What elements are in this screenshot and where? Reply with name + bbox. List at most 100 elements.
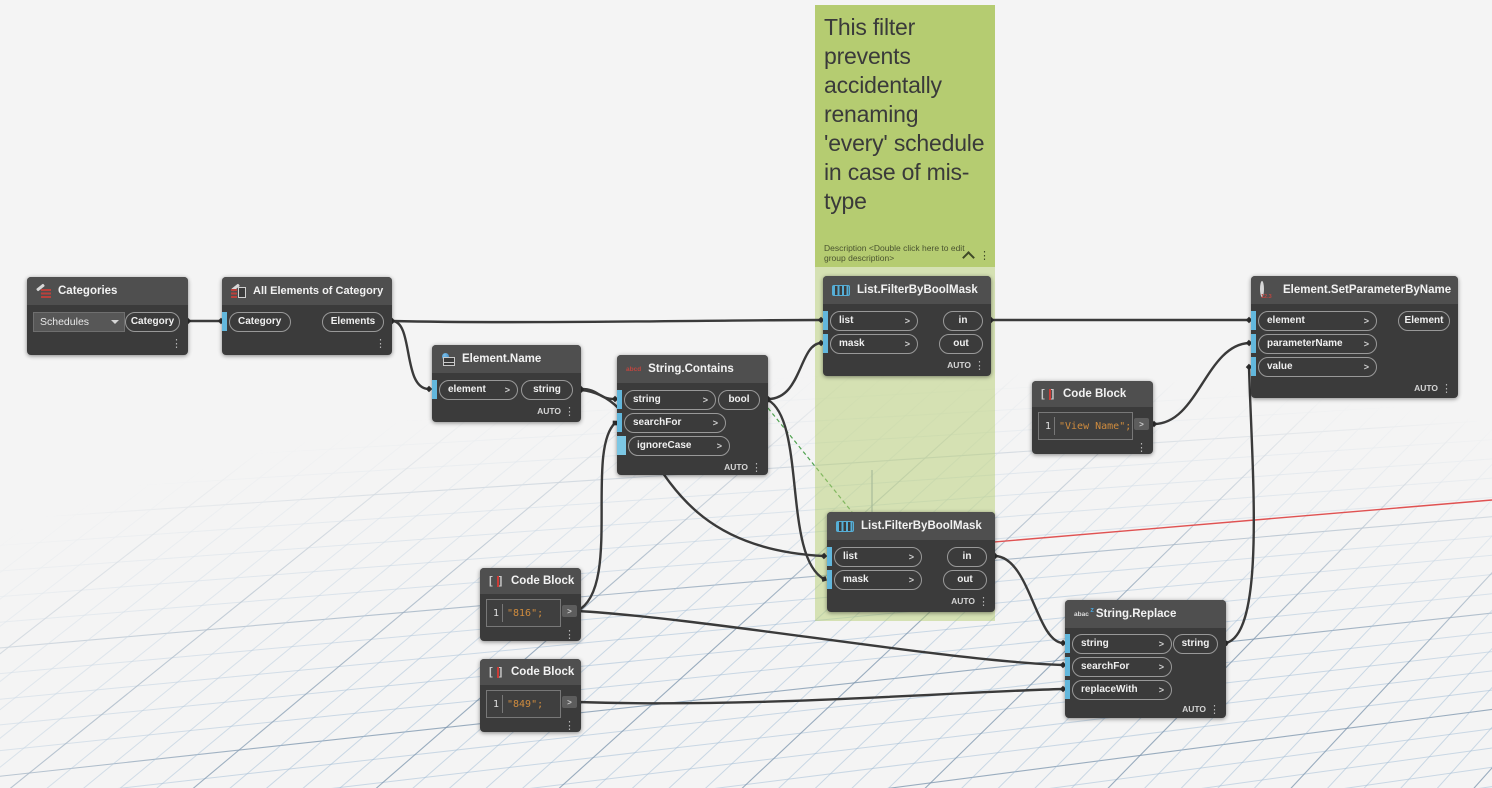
node-title: Code Block xyxy=(1063,388,1127,400)
node-menu-icon[interactable]: ⋮ xyxy=(1209,704,1220,716)
node-header[interactable]: All Elements of Category xyxy=(222,277,392,305)
port-in-string[interactable]: string > xyxy=(624,389,716,410)
port-out-code[interactable]: > xyxy=(562,605,577,617)
code-editor[interactable]: 1 "View Name"; xyxy=(1038,412,1133,440)
default-value-icon: > xyxy=(908,551,914,562)
node-header[interactable]: List.FilterByBoolMask xyxy=(823,276,991,304)
node-title: List.FilterByBoolMask xyxy=(857,284,978,296)
group-title-block[interactable]: This filter prevents accidentally renami… xyxy=(815,5,995,267)
node-string-contains[interactable]: abcd String.Contains string > bool searc… xyxy=(617,355,768,475)
port-in-searchfor[interactable]: searchFor > xyxy=(624,412,726,433)
default-value-icon: > xyxy=(1363,338,1369,349)
node-menu-icon[interactable]: ⋮ xyxy=(375,338,386,350)
wire[interactable] xyxy=(1222,363,1256,647)
categories-dropdown[interactable]: Schedules xyxy=(33,311,125,332)
node-header[interactable]: List.FilterByBoolMask xyxy=(827,512,995,540)
wire[interactable] xyxy=(388,317,433,393)
node-header[interactable]: [] Code Block xyxy=(1032,381,1153,407)
node-all-elements-of-category[interactable]: All Elements of Category Category Elemen… xyxy=(222,277,392,355)
lacing-indicator[interactable]: AUTO xyxy=(951,596,975,606)
wire[interactable] xyxy=(764,339,825,403)
port-in-value[interactable]: value > xyxy=(1258,356,1377,377)
port-in-category[interactable]: Category xyxy=(229,311,291,332)
default-value-icon: > xyxy=(908,574,914,585)
node-menu-icon[interactable]: ⋮ xyxy=(171,338,182,350)
port-in-element[interactable]: element > xyxy=(439,379,518,400)
group-menu-icon[interactable]: ⋮ xyxy=(979,250,990,262)
wire[interactable] xyxy=(1150,339,1253,428)
node-title: List.FilterByBoolMask xyxy=(861,520,982,532)
node-menu-icon[interactable]: ⋮ xyxy=(564,720,575,732)
wire[interactable] xyxy=(573,685,1067,706)
port-out-bool[interactable]: bool xyxy=(718,389,760,410)
node-categories[interactable]: Categories Schedules Category ⋮ xyxy=(27,277,188,355)
code-block-icon: [] xyxy=(489,574,503,587)
port-out-code[interactable]: > xyxy=(562,696,577,708)
port-in-ignorecase[interactable]: ignoreCase > xyxy=(628,435,730,456)
port-out-string[interactable]: string xyxy=(521,379,573,400)
port-in-mask[interactable]: mask > xyxy=(830,333,918,354)
node-header[interactable]: abac z String.Replace xyxy=(1065,600,1226,628)
lacing-indicator[interactable]: AUTO xyxy=(724,462,748,472)
node-title: Categories xyxy=(58,285,118,297)
port-out-out[interactable]: out xyxy=(939,333,983,354)
code-editor[interactable]: 1 "849"; xyxy=(486,690,561,718)
node-header[interactable]: Element.Name xyxy=(432,345,581,373)
node-header[interactable]: [] Code Block xyxy=(480,659,581,685)
node-menu-icon[interactable]: ⋮ xyxy=(974,360,985,372)
node-code-block-view-name[interactable]: [] Code Block 1 "View Name"; > ⋮ xyxy=(1032,381,1153,454)
port-in-string[interactable]: string > xyxy=(1072,633,1172,654)
node-menu-icon[interactable]: ⋮ xyxy=(1136,442,1147,454)
port-out-elements[interactable]: Elements xyxy=(322,311,384,332)
node-string-replace[interactable]: abac z String.Replace string > string se… xyxy=(1065,600,1226,718)
wire[interactable] xyxy=(573,607,1067,669)
node-filter-by-bool-mask-bottom[interactable]: List.FilterByBoolMask list > in mask > o… xyxy=(827,512,995,612)
wire[interactable] xyxy=(574,420,618,614)
node-header[interactable]: 12.3 Element.SetParameterByName xyxy=(1251,276,1458,304)
list-filter-icon xyxy=(832,284,850,296)
code-block-icon: [] xyxy=(489,665,503,678)
port-in-parametername[interactable]: parameterName > xyxy=(1258,333,1377,354)
lacing-indicator[interactable]: AUTO xyxy=(947,360,971,370)
port-in-list[interactable]: list > xyxy=(830,310,918,331)
node-categories-header[interactable]: Categories xyxy=(27,277,188,305)
lacing-indicator[interactable]: AUTO xyxy=(537,406,561,416)
node-menu-icon[interactable]: ⋮ xyxy=(978,596,989,608)
node-menu-icon[interactable]: ⋮ xyxy=(1441,383,1452,395)
port-in-list[interactable]: list > xyxy=(834,546,922,567)
port-in-searchfor[interactable]: searchFor > xyxy=(1072,656,1172,677)
port-in-replacewith[interactable]: replaceWith > xyxy=(1072,679,1172,700)
default-value-icon: > xyxy=(1158,684,1164,695)
node-menu-icon[interactable]: ⋮ xyxy=(564,406,575,418)
port-in-mask[interactable]: mask > xyxy=(834,569,922,590)
node-code-block-849[interactable]: [] Code Block 1 "849"; > ⋮ xyxy=(480,659,581,732)
port-out-in[interactable]: in xyxy=(943,310,983,331)
lacing-indicator[interactable]: AUTO xyxy=(1414,383,1438,393)
node-header[interactable]: abcd String.Contains xyxy=(617,355,768,383)
group-description[interactable]: Description <Double click here to edit g… xyxy=(824,243,965,263)
node-code-block-816[interactable]: [] Code Block 1 "816"; > ⋮ xyxy=(480,568,581,641)
node-menu-icon[interactable]: ⋮ xyxy=(751,462,762,474)
line-number: 1 xyxy=(1039,417,1055,435)
line-number: 1 xyxy=(487,604,503,622)
node-title: Element.Name xyxy=(462,353,542,365)
port-out-category[interactable]: Category xyxy=(125,311,180,332)
node-set-parameter-by-name[interactable]: 12.3 Element.SetParameterByName element … xyxy=(1251,276,1458,398)
port-out-element[interactable]: Element xyxy=(1398,310,1450,331)
wire[interactable] xyxy=(991,552,1067,647)
node-element-name[interactable]: Element.Name element > string AUTO ⋮ xyxy=(432,345,581,422)
port-out-in[interactable]: in xyxy=(947,546,987,567)
node-header[interactable]: [] Code Block xyxy=(480,568,581,594)
port-out-code[interactable]: > xyxy=(1134,418,1149,430)
node-filter-by-bool-mask-top[interactable]: List.FilterByBoolMask list > in mask > o… xyxy=(823,276,991,376)
port-out-string[interactable]: string xyxy=(1173,633,1218,654)
lacing-indicator[interactable]: AUTO xyxy=(1182,704,1206,714)
wire[interactable] xyxy=(388,316,825,325)
port-out-out[interactable]: out xyxy=(943,569,987,590)
code-editor[interactable]: 1 "816"; xyxy=(486,599,561,627)
wire[interactable] xyxy=(765,397,827,582)
node-menu-icon[interactable]: ⋮ xyxy=(564,629,575,641)
line-number: 1 xyxy=(487,695,503,713)
port-in-element[interactable]: element > xyxy=(1258,310,1377,331)
